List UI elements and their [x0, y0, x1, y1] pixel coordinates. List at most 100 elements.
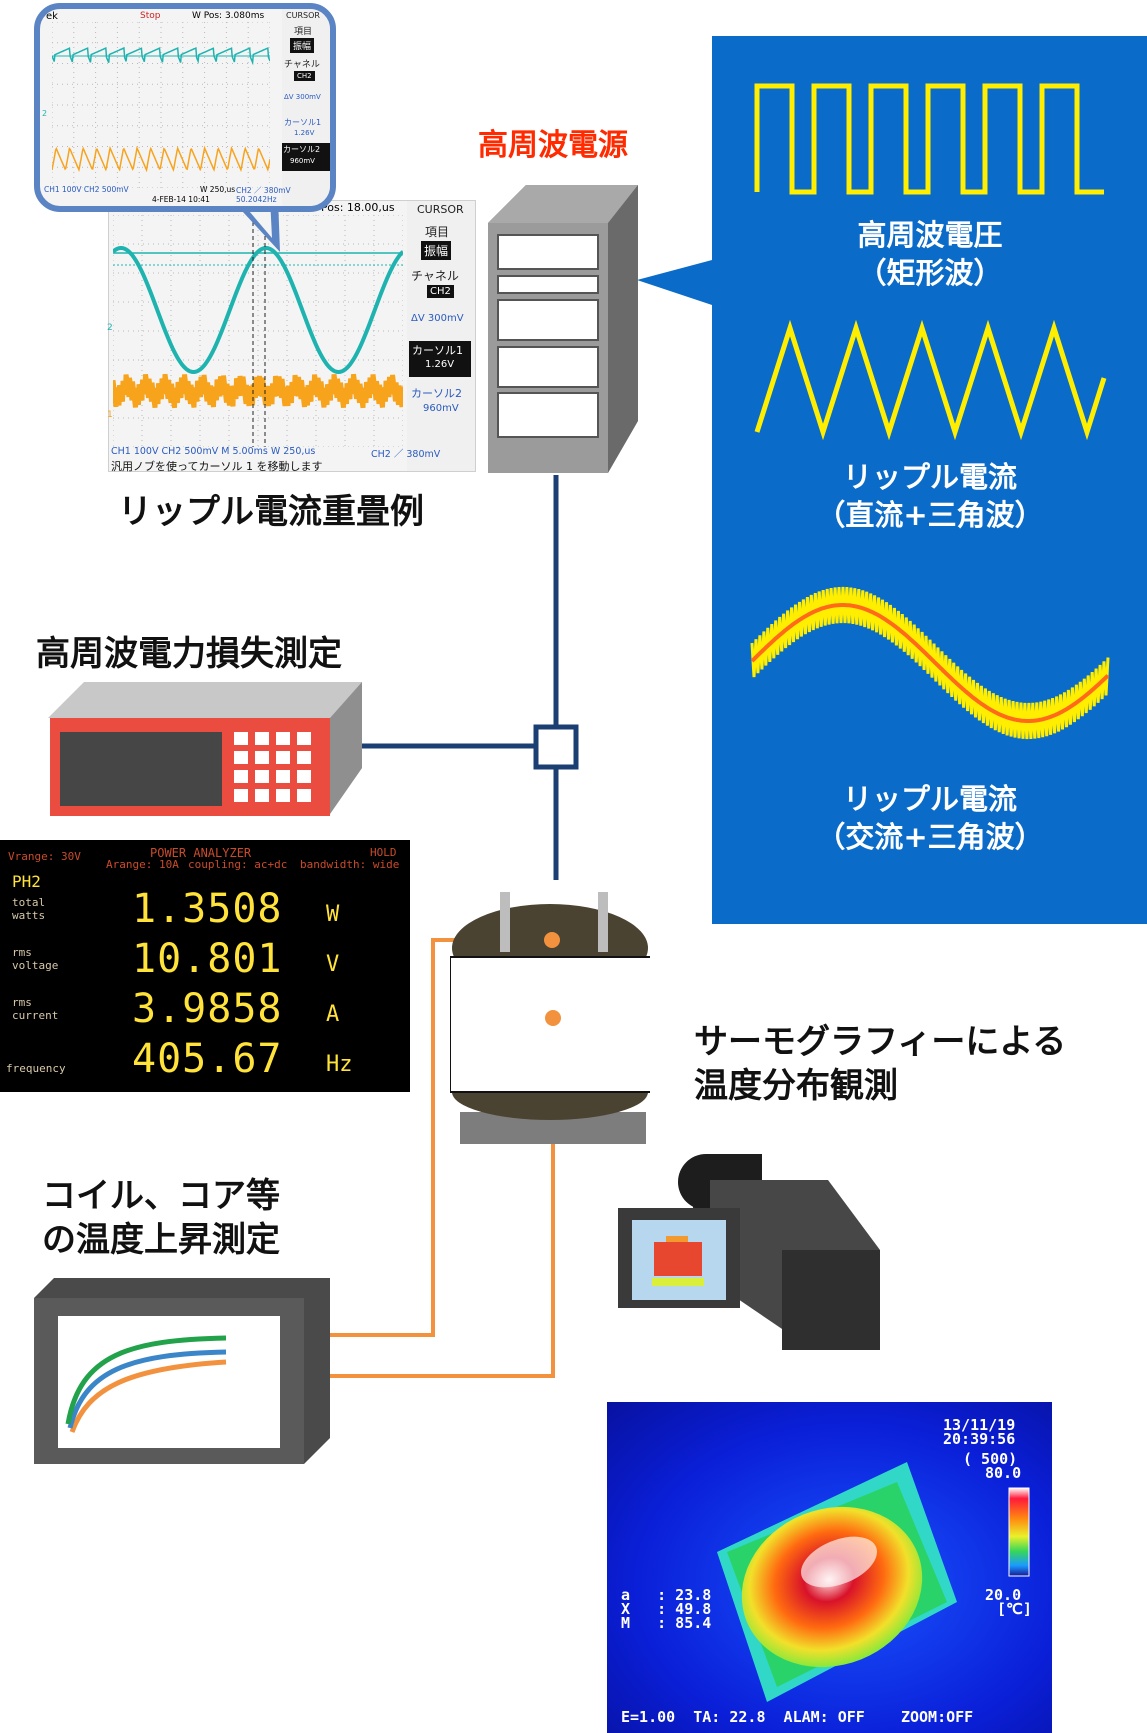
recorder-curve-blue: [67, 1349, 227, 1429]
pa-row-current-value: 3.9858: [132, 986, 283, 1032]
pa-row-current-label: rms current: [12, 996, 59, 1022]
scope-zoom-bottom2: W 250,us: [200, 185, 236, 194]
thermal-readout-x: X : 49.8: [621, 1600, 712, 1618]
keypad-key: [297, 789, 311, 802]
pa-sub-right: bandwidth: wide: [300, 858, 400, 871]
keypad-key: [276, 789, 290, 802]
scope-zoom-plot: [52, 22, 270, 188]
transformer-terminal-right: [598, 892, 608, 952]
keypad-key: [234, 789, 248, 802]
recorder-display: [58, 1316, 280, 1448]
ripple-dc-title: リップル電流: [842, 460, 1017, 494]
scope-zoom-cursor1-label: カーソル1: [284, 118, 322, 127]
scope-zoom-cursor2-value: 960mV: [290, 157, 315, 165]
scope-zoom-ch2-trace: [52, 46, 270, 66]
square-wave-sub: （矩形波）: [857, 256, 1003, 290]
keypad-key: [234, 732, 248, 745]
oscilloscope-zoom-screen: ek Stop W Pos: 3.080ms CURSOR 項目 振幅 チャネル…: [34, 3, 336, 212]
scope-main-cursor2-label: カーソル2: [411, 387, 462, 400]
keypad-key: [255, 732, 269, 745]
pa-row-voltage-unit: V: [326, 952, 340, 977]
temperature-recorder: [34, 1278, 330, 1464]
scope-zoom-cursor: CURSOR: [286, 11, 320, 20]
junction-box: [533, 724, 579, 770]
pa-row-frequency-value: 405.67: [132, 1036, 283, 1082]
power-meter-display: [60, 732, 222, 806]
scope-zoom-cursor2-box: カーソル2 960mV: [282, 143, 330, 171]
scope-zoom-channel-value: CH2: [294, 71, 315, 81]
thermal-time: 20:39:56: [943, 1430, 1016, 1448]
scope-zoom-marker-2: 2: [42, 109, 48, 118]
thermal-color-scale: [1008, 1487, 1030, 1577]
recorder-body-top: [34, 1278, 330, 1464]
keypad-key: [297, 751, 311, 764]
ripple-ac-title: リップル電流: [842, 782, 1017, 816]
pa-row-power-value: 1.3508: [132, 886, 283, 932]
scope-main-plot: [113, 215, 403, 447]
keypad-key: [255, 770, 269, 783]
thermocouple-point-1: [544, 932, 560, 948]
thermal-readout-m: M : 85.4: [621, 1614, 712, 1632]
camera-screen-hot: [654, 1242, 702, 1276]
pa-header-right: HOLD: [370, 846, 397, 859]
scope-main-cursor: CURSOR: [417, 203, 464, 216]
pa-sub-left: Arange: 10A: [106, 858, 179, 871]
thermocouple-point-2: [545, 1010, 561, 1026]
pa-row-frequency-label: frequency: [6, 1062, 66, 1075]
scope-zoom-freq: 50.2042Hz: [236, 195, 277, 204]
cabinet-slot-2: [497, 275, 599, 294]
scope-main-bottom1: CH1 100V CH2 500mV M 5.00ms W 250,us: [111, 446, 316, 457]
scope-main-ch1-trace: [113, 373, 403, 409]
triangle-wave-line: [754, 319, 1107, 441]
square-wave-line: [754, 83, 1104, 195]
scope-zoom-top2: Stop: [140, 11, 161, 21]
thermal-hotspot: [741, 1506, 923, 1668]
scope-zoom-delta: ΔV 300mV: [284, 93, 321, 101]
thermal-range: ( 500): [963, 1450, 1018, 1468]
thermal-camera: [618, 1154, 880, 1350]
cabinet-slot-3: [497, 299, 599, 341]
transformer-terminal-left: [500, 892, 510, 952]
scope-main-channel-value: CH2: [427, 285, 454, 298]
thermal-footer: E=1.00 TA: 22.8 ALAM: OFF ZOOM:OFF: [621, 1708, 974, 1726]
scope-main-channel-label: チャネル: [411, 269, 459, 283]
keypad-key: [297, 770, 311, 783]
scope-main-marker-1: 1: [107, 410, 113, 420]
thermal-scale-min: 20.0: [985, 1586, 1022, 1604]
pa-header-title: POWER ANALYZER: [150, 846, 252, 860]
transformer: [450, 892, 650, 1144]
thermal-image-art: [607, 1402, 1052, 1733]
power-meter-keypad: [234, 732, 311, 802]
oscilloscope-main-screen: Pos: 18.00,us CURSOR 項目 振幅 チャネル CH2 ΔV 3…: [107, 200, 476, 473]
scope-main-cursor1-label: カーソル1: [412, 344, 463, 357]
keypad-key: [234, 751, 248, 764]
camera-screen-top: [666, 1236, 688, 1242]
cabinet-slot-5: [497, 392, 599, 438]
keypad-key: [255, 751, 269, 764]
cabinet-slot-1: [497, 234, 599, 270]
square-wave: [750, 83, 1110, 740]
recorder-curve-orange: [69, 1359, 227, 1433]
cabinet-top: [488, 185, 638, 223]
thermal-image: 13/11/19 20:39:56 ( 500) 80.0 20.0 [℃] a…: [607, 1402, 1052, 1733]
power-meter-body-top: [48, 682, 362, 814]
scope-main-top: Pos: 18.00,us: [321, 201, 395, 214]
ripple-ac-sub: （交流+三角波）: [816, 820, 1044, 854]
keypad-key: [276, 732, 290, 745]
thermal-readout-a: a : 23.8: [621, 1586, 712, 1604]
scope-main-marker-2: 2: [107, 323, 113, 333]
scope-zoom-ch1-trace: [52, 145, 270, 173]
scope-main-bottom2: CH2 ／ 380mV: [371, 449, 441, 460]
power-analyzer-screen: Vrange: 30V POWER ANALYZER HOLD Arange: …: [0, 840, 410, 1092]
square-wave-title: 高周波電圧: [857, 218, 1003, 252]
scope-zoom-bottom3: CH2 ／ 380mV: [236, 186, 291, 195]
thermography-label-line2: 温度分布観測: [694, 1066, 898, 1106]
thermography-label-line1: サーモグラフィーによる: [694, 1022, 1067, 1062]
thermal-scale-max: 80.0: [985, 1464, 1022, 1482]
scope-main-cursor1-box: カーソル1 1.26V: [409, 341, 471, 377]
pa-row-voltage-value: 10.801: [132, 936, 283, 982]
pa-row-frequency-unit: Hz: [326, 1052, 353, 1077]
pa-row-power-unit: W: [326, 902, 340, 927]
callout-arrow: [637, 260, 712, 305]
power-meter-body-side: [330, 682, 362, 814]
